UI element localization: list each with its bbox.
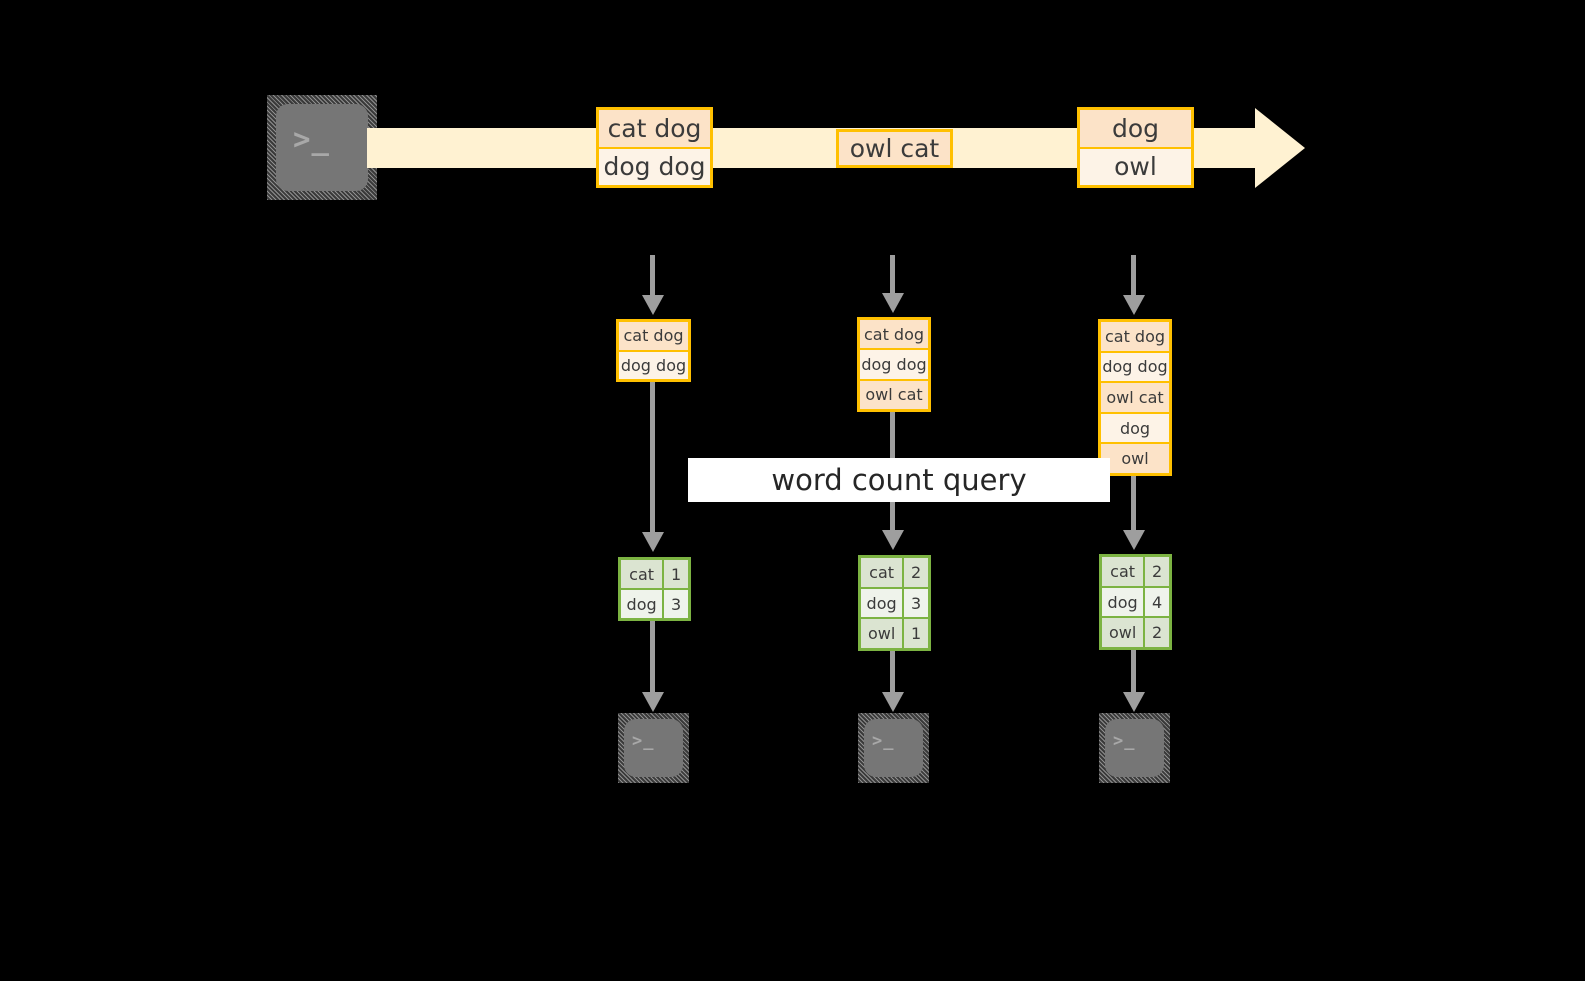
state-box-1: cat dog dog dog — [616, 319, 691, 382]
stream-to-state-arrowhead-3 — [1123, 295, 1145, 315]
stream-record-group-1: cat dog dog dog — [596, 107, 713, 188]
table-row: dog 4 — [1102, 585, 1169, 617]
state-box-3: cat dog dog dog owl cat dog owl — [1098, 319, 1172, 476]
result-word: dog — [1102, 587, 1144, 617]
result-to-sink-arrowhead-2 — [882, 692, 904, 712]
source-terminal-icon: >_ — [267, 95, 377, 200]
terminal-prompt-glyph: >_ — [293, 122, 330, 156]
result-to-sink-arrowhead-1 — [642, 692, 664, 712]
stream-to-state-connector-1 — [650, 255, 655, 299]
state-to-result-connector-3 — [1131, 476, 1136, 532]
result-word: owl — [1102, 618, 1144, 648]
result-word: cat — [621, 560, 663, 588]
result-table-2: cat 2 dog 3 owl 1 — [858, 555, 931, 651]
terminal-body — [864, 719, 923, 777]
state-row: owl cat — [860, 378, 928, 409]
result-word: cat — [1102, 557, 1144, 586]
sink-terminal-icon-1: >_ — [618, 713, 689, 783]
result-count: 1 — [902, 619, 928, 649]
result-table-1: cat 1 dog 3 — [618, 557, 691, 621]
sink-terminal-icon-2: >_ — [858, 713, 929, 783]
state-row: cat dog — [860, 320, 928, 349]
terminal-body — [276, 104, 368, 191]
state-row: dog — [1101, 411, 1169, 443]
stream-to-state-arrowhead-1 — [642, 295, 664, 315]
result-count: 4 — [1143, 587, 1169, 617]
stream-to-state-connector-3 — [1131, 255, 1136, 299]
terminal-body — [1105, 719, 1164, 777]
state-to-result-arrowhead-1 — [642, 532, 664, 552]
record-cell: owl — [1080, 146, 1191, 185]
state-box-2: cat dog dog dog owl cat — [857, 317, 931, 412]
result-count: 2 — [1143, 618, 1169, 648]
result-count: 3 — [902, 588, 928, 618]
terminal-body — [624, 719, 683, 777]
terminal-prompt-glyph: >_ — [872, 731, 895, 751]
stream-to-state-connector-2 — [890, 255, 895, 297]
record-cell: owl cat — [839, 132, 950, 165]
table-row: cat 2 — [1102, 557, 1169, 586]
state-row: dog dog — [619, 349, 688, 379]
table-row: owl 2 — [1102, 616, 1169, 648]
terminal-prompt-glyph: >_ — [1113, 731, 1136, 751]
state-to-result-arrowhead-2 — [882, 530, 904, 550]
result-word: cat — [861, 558, 903, 587]
state-to-result-connector-1 — [650, 382, 655, 534]
state-row: owl cat — [1101, 381, 1169, 412]
result-word: owl — [861, 619, 903, 649]
result-count: 3 — [662, 590, 688, 618]
stream-arrow-head — [1255, 108, 1305, 188]
state-row: owl — [1101, 442, 1169, 473]
result-to-sink-connector-2 — [890, 651, 895, 694]
record-cell: cat dog — [599, 110, 710, 147]
state-to-result-arrowhead-3 — [1123, 530, 1145, 550]
table-row: dog 3 — [621, 588, 688, 618]
state-row: dog dog — [860, 348, 928, 379]
sink-terminal-icon-3: >_ — [1099, 713, 1170, 783]
result-to-sink-arrowhead-3 — [1123, 692, 1145, 712]
table-row: owl 1 — [861, 617, 928, 649]
stream-record-group-3: dog owl — [1077, 107, 1194, 188]
result-count: 1 — [662, 560, 688, 588]
stream-record-group-2: owl cat — [836, 129, 953, 168]
state-row: dog dog — [1101, 350, 1169, 382]
state-row: cat dog — [1101, 322, 1169, 351]
table-row: cat 2 — [861, 558, 928, 587]
result-to-sink-connector-1 — [650, 621, 655, 694]
result-table-3: cat 2 dog 4 owl 2 — [1099, 554, 1172, 650]
result-count: 2 — [1143, 557, 1169, 586]
state-row: cat dog — [619, 322, 688, 350]
query-label: word count query — [688, 458, 1110, 502]
terminal-prompt-glyph: >_ — [632, 731, 655, 751]
result-word: dog — [621, 590, 663, 618]
record-cell: dog dog — [599, 146, 710, 185]
stream-to-state-arrowhead-2 — [882, 293, 904, 313]
result-word: dog — [861, 588, 903, 618]
record-cell: dog — [1080, 110, 1191, 147]
result-count: 2 — [902, 558, 928, 587]
result-to-sink-connector-3 — [1131, 650, 1136, 694]
table-row: cat 1 — [621, 560, 688, 588]
table-row: dog 3 — [861, 586, 928, 618]
